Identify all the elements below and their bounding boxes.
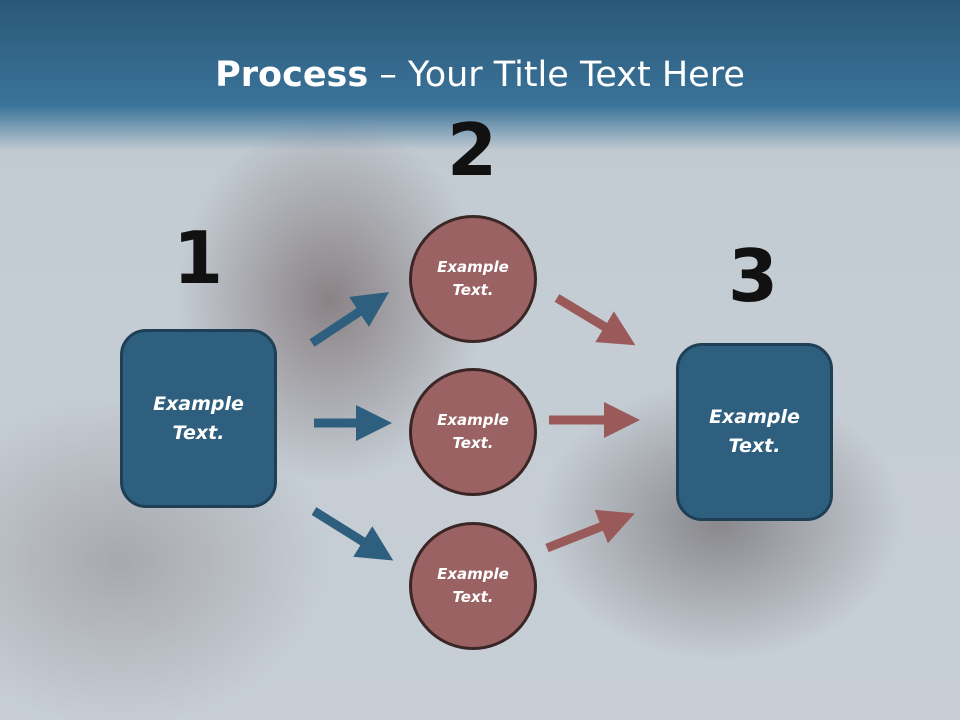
arrow-to-bottom-circle [311, 507, 394, 561]
top-circle: Example Text. [409, 215, 537, 343]
title-rest: – Your Title Text Here [368, 55, 745, 95]
step-number-1: 1 [172, 216, 224, 300]
step-number-2: 2 [446, 108, 498, 192]
right-box-text: Example Text. [709, 406, 800, 457]
right-step-box: Example Text. [676, 343, 833, 521]
bottom-circle-text: Example Text. [437, 565, 509, 606]
arrow-to-top-circle [309, 292, 390, 347]
left-step-box: Example Text. [120, 329, 277, 508]
arrow-from-top-circle [554, 294, 636, 346]
step-number-3: 3 [727, 234, 779, 318]
top-circle-text: Example Text. [437, 258, 509, 299]
title-bold: Process [215, 55, 369, 95]
arrow-from-bottom-circle [545, 509, 635, 553]
bottom-circle: Example Text. [409, 522, 537, 650]
middle-circle: Example Text. [409, 368, 537, 496]
left-box-text: Example Text. [153, 392, 244, 444]
title-bar [0, 0, 960, 150]
middle-circle-text: Example Text. [437, 411, 509, 452]
slide-title: Process – Your Title Text Here [0, 52, 960, 98]
